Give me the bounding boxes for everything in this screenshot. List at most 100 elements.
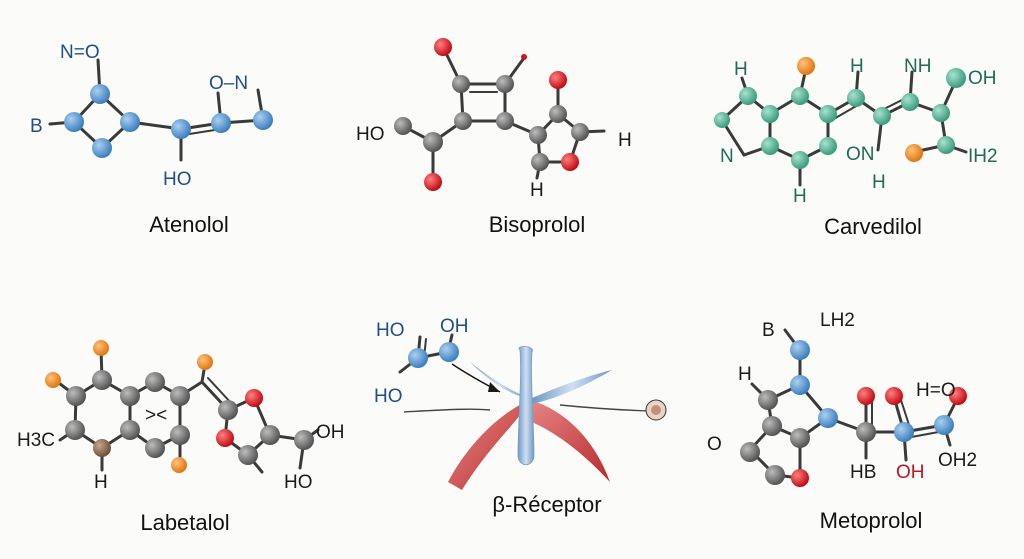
atom — [946, 68, 966, 88]
connector-glyph: >< — [145, 405, 167, 426]
atom — [211, 113, 231, 133]
atom — [714, 112, 730, 128]
atom-label: H — [793, 186, 807, 207]
atom — [791, 151, 809, 169]
atom-label: HO — [284, 472, 313, 493]
atom — [856, 422, 876, 442]
receptor-blue-arm-right — [532, 370, 612, 404]
atom — [171, 457, 187, 473]
atom — [439, 342, 459, 362]
atom — [92, 138, 112, 158]
atom-label: OH — [440, 316, 469, 337]
atom — [45, 372, 61, 388]
atom — [218, 400, 238, 420]
atom — [120, 420, 140, 440]
atom-label: H3C — [17, 430, 55, 451]
carvedilol-name: Carvedilol — [824, 214, 922, 239]
metoprolol-molecule: B LH2 H H=O O HB OH OH2 Metoprolol — [707, 310, 977, 533]
atom — [934, 415, 954, 435]
atom — [549, 71, 567, 89]
labetalol-name: Labetalol — [140, 510, 229, 535]
atom — [408, 348, 428, 368]
atom — [66, 386, 86, 406]
atom — [64, 112, 84, 132]
atom-label: H — [738, 364, 752, 385]
atom — [496, 112, 514, 130]
atom-label: B — [30, 116, 43, 137]
atom — [561, 153, 579, 171]
atom — [765, 465, 785, 485]
metoprolol-name: Metoprolol — [820, 508, 923, 533]
atom — [92, 370, 112, 390]
atom — [452, 75, 470, 93]
atom — [170, 386, 190, 406]
atom — [905, 144, 923, 162]
atom-label: HB — [850, 462, 876, 483]
atom — [145, 438, 165, 458]
atom-label: OH2 — [938, 450, 977, 471]
atom-label: N — [720, 146, 734, 167]
atom — [790, 428, 810, 448]
membrane-line-right — [559, 404, 651, 412]
atom — [454, 112, 472, 130]
atom — [245, 389, 263, 407]
atom — [819, 105, 837, 123]
atom — [120, 386, 140, 406]
atom-label: HO — [356, 124, 385, 145]
atom — [740, 442, 760, 462]
atom-label: O — [707, 434, 722, 455]
ligand-dot-core — [651, 405, 661, 415]
atom — [496, 75, 514, 93]
atom — [529, 126, 547, 144]
atom — [238, 445, 258, 465]
atom-label: H — [734, 59, 748, 80]
receptor-red-arm-left — [448, 400, 530, 490]
atom — [932, 104, 950, 122]
atom — [894, 422, 914, 442]
atom — [171, 119, 191, 139]
atom — [93, 340, 109, 356]
receptor-stem — [517, 346, 535, 466]
atom-label: OH — [316, 422, 345, 443]
atom — [93, 439, 111, 457]
atom — [531, 153, 549, 171]
atom — [847, 89, 865, 107]
carvedilol-molecule: H H NH OH N ON IH2 H H Carvedilol — [714, 56, 998, 239]
atom — [170, 425, 190, 445]
atom — [423, 132, 443, 152]
atom — [90, 84, 110, 104]
atom — [791, 87, 809, 105]
atom — [761, 137, 779, 155]
atom — [120, 112, 140, 132]
atom — [739, 87, 757, 105]
atom — [216, 429, 234, 447]
atom-label: O–N — [209, 73, 248, 94]
atom-label: ON — [846, 144, 875, 165]
atom — [818, 408, 838, 428]
atom — [758, 390, 778, 410]
atom-label: LH2 — [820, 310, 855, 331]
beta-receptor-name: β-Réceptor — [492, 492, 601, 517]
atom-label: B — [762, 320, 775, 341]
atom — [949, 387, 967, 405]
atom — [873, 107, 891, 125]
bisoprolol-molecule: HO H H Bisoprolol — [356, 38, 632, 237]
atom — [761, 105, 779, 123]
labetalol-molecule: >< H3C H OH HO Labetalol — [17, 340, 345, 535]
atom — [549, 105, 567, 123]
atom — [791, 469, 809, 487]
beta-receptor-illustration: HO OH HO β-Réceptor — [374, 316, 667, 517]
atom — [145, 372, 165, 392]
atom — [790, 340, 810, 360]
atom — [857, 387, 875, 405]
arrow-head-icon — [488, 382, 500, 392]
atom-label: H — [94, 472, 108, 493]
atom-label: H — [850, 56, 864, 77]
atom-label: N=O — [60, 42, 100, 63]
atom — [434, 38, 452, 56]
atenolol-molecule: N=O B O–N HO Atenolol — [30, 42, 273, 237]
atom — [797, 57, 815, 75]
membrane-line-left — [403, 408, 491, 413]
